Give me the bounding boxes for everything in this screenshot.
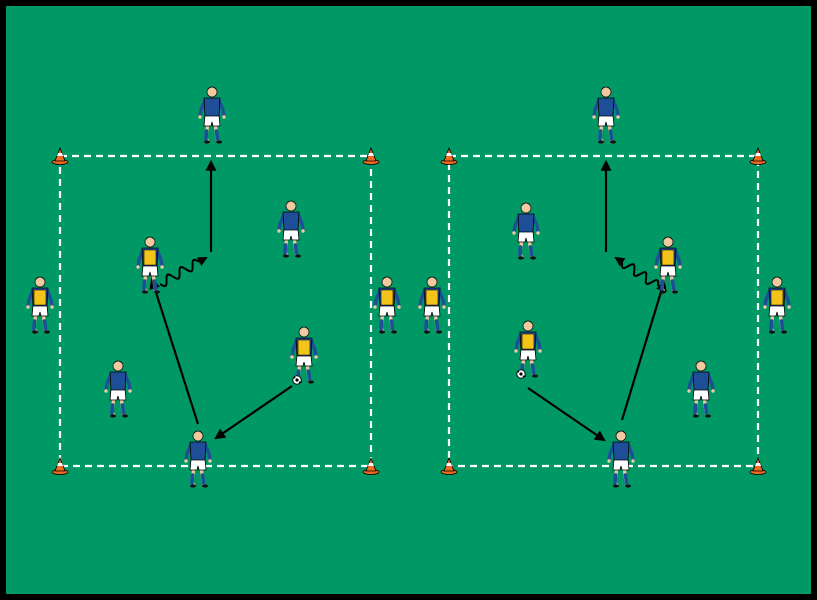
player-blue: [512, 202, 540, 260]
player-blue: [184, 430, 212, 488]
pass-arrow: [620, 279, 667, 421]
player-blue: [277, 200, 305, 258]
pass-arrow: [149, 277, 200, 425]
ball-icon: [516, 369, 526, 379]
cone-icon: [362, 146, 380, 165]
field-boundary-left: [58, 154, 373, 468]
ball-icon: [292, 375, 302, 385]
player-yellow-bib: [654, 236, 682, 294]
player-blue: [104, 360, 132, 418]
dribble-arrow: [614, 256, 660, 287]
player-yellow-bib: [418, 276, 446, 334]
dribble-arrow: [159, 257, 208, 288]
pitch-surface: [6, 6, 811, 594]
cone-icon: [362, 456, 380, 475]
cone-icon: [749, 146, 767, 165]
player-blue: [687, 360, 715, 418]
player-yellow-bib: [514, 320, 542, 379]
cone-icon: [440, 146, 458, 165]
pass-arrow: [527, 387, 606, 442]
cone-icon: [440, 456, 458, 475]
player-blue: [592, 86, 620, 144]
player-yellow-bib: [290, 326, 318, 385]
player-yellow-bib: [373, 276, 401, 334]
field-boundary-right: [447, 154, 760, 468]
cone-icon: [749, 456, 767, 475]
player-yellow-bib: [763, 276, 791, 334]
player-yellow-bib: [26, 276, 54, 334]
player-blue: [198, 86, 226, 144]
player-yellow-bib: [136, 236, 164, 294]
cone-icon: [51, 146, 69, 165]
pass-arrow: [214, 385, 293, 440]
player-blue: [607, 430, 635, 488]
cone-icon: [51, 456, 69, 475]
